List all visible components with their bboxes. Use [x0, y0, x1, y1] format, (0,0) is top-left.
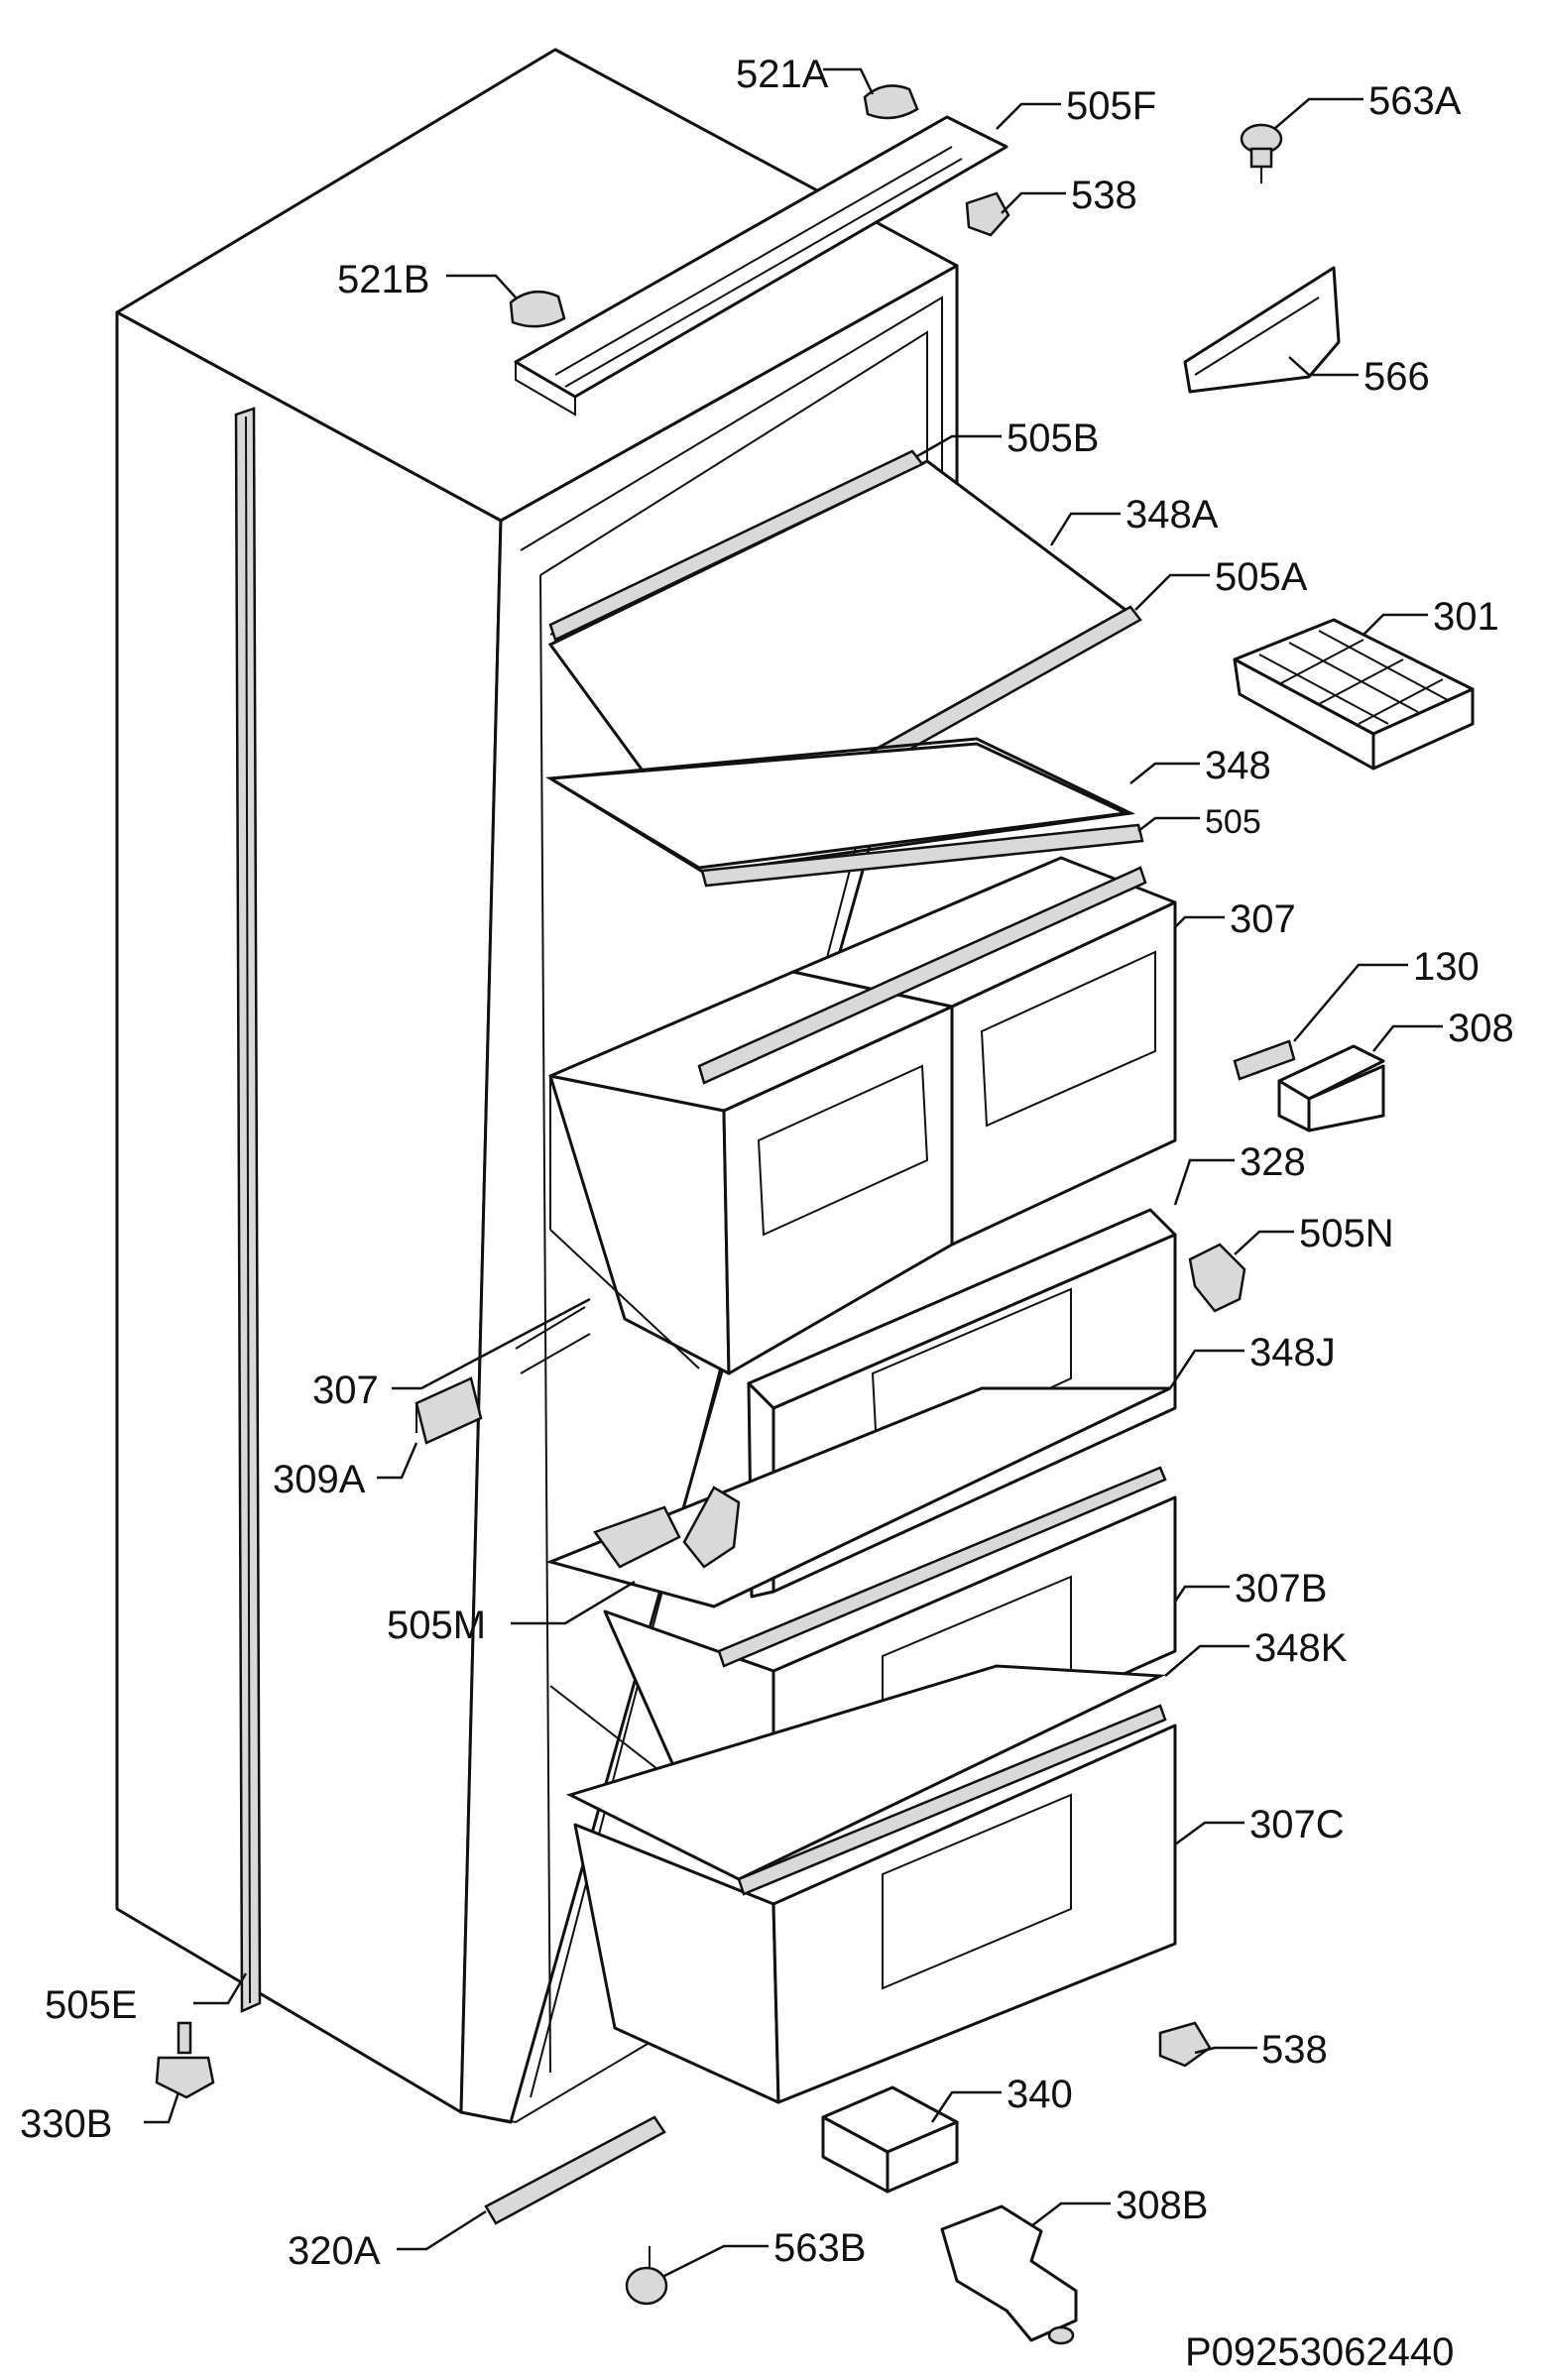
rail-320a — [484, 2115, 666, 2225]
label-307-left: 307 — [312, 1368, 379, 1412]
label-563b: 563B — [773, 2226, 866, 2270]
top-hinge-bar-505f — [514, 115, 1008, 416]
component-505m — [593, 1486, 741, 1569]
freezer-drawer-307c — [573, 1704, 1177, 2104]
door-seal-505e — [234, 407, 262, 2013]
clip-538-bottom — [1158, 2021, 1212, 2068]
label-320a: 320A — [288, 2229, 381, 2273]
ice-tray-301 — [1233, 618, 1475, 771]
label-505a: 505A — [1215, 555, 1308, 599]
shelf-strip-505b — [548, 449, 924, 642]
label-348: 348 — [1205, 744, 1271, 787]
label-563a: 563A — [1368, 79, 1462, 123]
label-521b: 521B — [337, 258, 429, 301]
label-505: 505 — [1205, 803, 1261, 841]
leader-lines — [144, 67, 1443, 2278]
block-340 — [821, 2085, 959, 2194]
shelf-strip-505 — [700, 823, 1144, 888]
label-328: 328 — [1240, 1140, 1306, 1184]
label-348a: 348A — [1126, 493, 1219, 536]
glass-shelf-348 — [545, 737, 1136, 875]
freezer-drawer-307-upper — [548, 856, 1177, 1375]
label-348k: 348K — [1254, 1626, 1348, 1670]
ice-scraper-566 — [1183, 266, 1341, 394]
cap-521b — [509, 290, 566, 328]
label-308: 308 — [1448, 1007, 1514, 1050]
label-505n: 505N — [1299, 1212, 1394, 1255]
label-505e: 505E — [45, 1983, 137, 2027]
label-521a: 521A — [736, 53, 829, 96]
label-348j: 348J — [1249, 1331, 1336, 1374]
label-307-top: 307 — [1230, 897, 1296, 941]
label-301: 301 — [1433, 595, 1499, 639]
clip-538-top — [965, 191, 1010, 237]
label-307b: 307B — [1235, 1567, 1327, 1610]
label-538-top: 538 — [1071, 174, 1137, 217]
label-566: 566 — [1363, 355, 1430, 399]
label-505f: 505F — [1066, 84, 1156, 128]
part-labels: 521A 505F 563A 538 521B 566 505B 348A 50… — [20, 53, 1514, 2273]
label-130: 130 — [1413, 945, 1480, 989]
label-330b: 330B — [20, 2102, 112, 2146]
screw-563a — [1240, 123, 1283, 183]
document-id: P09253062440 — [1185, 2330, 1454, 2374]
screw-563b — [625, 2246, 668, 2306]
cap-521a — [863, 84, 919, 120]
label-308b: 308B — [1116, 2184, 1208, 2227]
hinge-308 — [1277, 1044, 1385, 1132]
pad-130 — [1233, 1039, 1296, 1081]
bracket-505n — [1188, 1243, 1246, 1313]
label-340: 340 — [1007, 2073, 1073, 2116]
adjustable-foot-330b — [155, 2021, 215, 2099]
switch-309a — [415, 1376, 483, 1445]
label-309a: 309A — [273, 1458, 366, 1501]
label-307c: 307C — [1249, 1803, 1345, 1846]
hinge-308b — [940, 2204, 1078, 2345]
label-538-bottom: 538 — [1261, 2028, 1328, 2072]
label-505m: 505M — [387, 1604, 486, 1647]
label-505b: 505B — [1007, 416, 1099, 460]
glass-shelf-348k — [565, 1664, 1166, 1881]
